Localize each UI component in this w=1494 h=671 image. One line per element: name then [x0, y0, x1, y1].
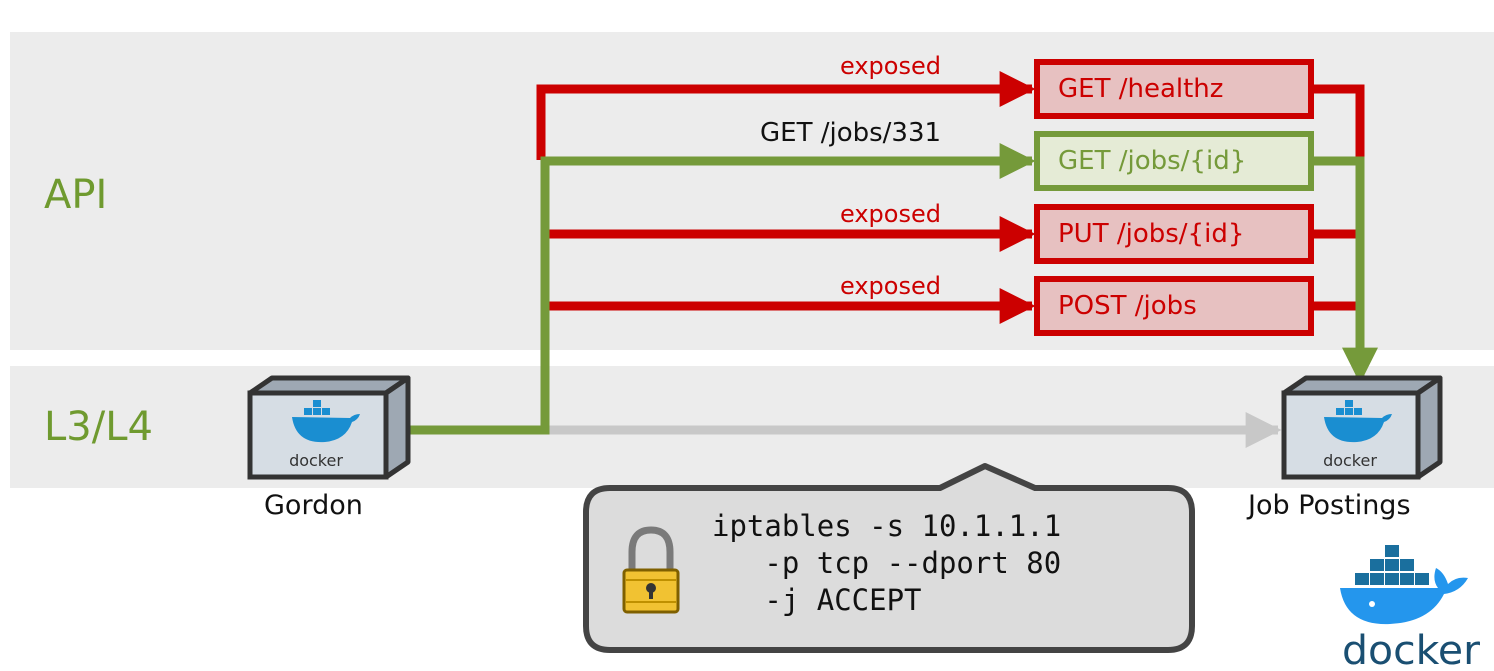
iptables-line-3: -j ACCEPT — [712, 583, 922, 617]
iptables-rule: iptables -s 10.1.1.1 -p tcp --dport 80 -… — [712, 508, 1061, 619]
edge-label-get-jobs: GET /jobs/331 — [760, 118, 942, 148]
gordon-docker-badge: docker — [289, 451, 343, 470]
return-get-jobs — [1312, 156, 1378, 384]
docker-whale-icon — [1324, 400, 1392, 443]
edge-label-healthz: exposed — [840, 52, 941, 80]
docker-logo-text: docker — [1342, 628, 1481, 671]
endpoint-get-healthz: GET /healthz — [1034, 59, 1314, 119]
docker-whale-icon — [292, 400, 360, 443]
iptables-line-2: -p tcp --dport 80 — [712, 546, 1062, 580]
padlock-icon — [622, 526, 680, 614]
return-healthz — [1312, 84, 1365, 160]
docker-logo-whale-icon — [1340, 545, 1468, 625]
endpoint-put-jobs-id: PUT /jobs/{id} — [1034, 204, 1314, 264]
endpoint-post-jobs: POST /jobs — [1034, 276, 1314, 336]
gordon-caption: Gordon — [264, 490, 363, 521]
job-postings-caption: Job Postings — [1248, 490, 1411, 521]
edge-label-put: exposed — [840, 200, 941, 228]
edge-label-post: exposed — [840, 272, 941, 300]
api-layer-label: API — [44, 172, 108, 218]
endpoint-get-jobs-id: GET /jobs/{id} — [1034, 131, 1314, 191]
iptables-line-1: iptables -s 10.1.1.1 — [712, 509, 1062, 543]
job-postings-docker-badge: docker — [1323, 451, 1377, 470]
edge-get-jobs-allowed — [398, 143, 1036, 435]
l3l4-layer-label: L3/L4 — [44, 404, 153, 450]
edge-healthz — [536, 71, 1036, 160]
